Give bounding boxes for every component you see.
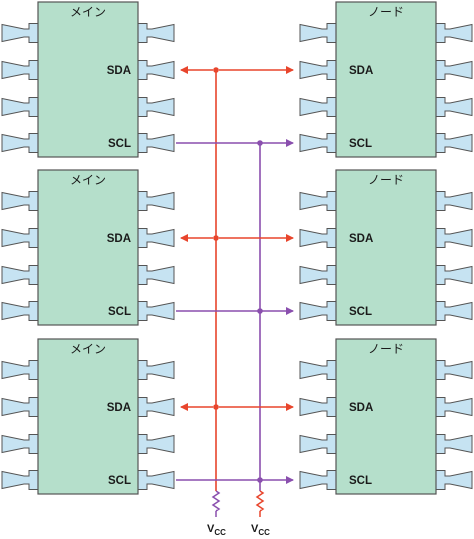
vcc-label-main: V <box>251 523 259 535</box>
node-sda-label: SDA <box>349 233 373 245</box>
main-chip-pin-right <box>137 97 175 117</box>
bus-wire-layer <box>176 66 294 517</box>
main-chip-body <box>37 338 139 495</box>
node-chip-pin-left <box>299 23 337 43</box>
main-chip-pin-left <box>1 191 39 211</box>
vcc-label-sub: CC <box>258 528 270 537</box>
main-chip-pin-right <box>137 360 175 380</box>
main-chip-pin-left <box>1 470 39 490</box>
vcc-label: VCC <box>207 523 226 537</box>
main-chip-pin-right <box>137 60 175 80</box>
main-chip-pin-left <box>1 397 39 417</box>
node-chip-pin-right <box>435 60 473 80</box>
pullup-resistor-scl <box>255 490 265 512</box>
node-chip-pin-right <box>435 434 473 454</box>
node-chip-pin-right <box>435 97 473 117</box>
node-chip-pin-left <box>299 228 337 248</box>
node-chip-pin-left <box>299 60 337 80</box>
sda-junction-dot <box>213 235 219 241</box>
main-chip-pin-right <box>137 228 175 248</box>
main-chip-title: メイン <box>70 342 106 356</box>
sda-junction-dot <box>213 404 219 410</box>
main-chip-pin-right <box>137 133 175 153</box>
node-chip-pin-left <box>299 434 337 454</box>
node-chip-title: ノード <box>368 342 404 356</box>
main-chip-pin-right <box>137 470 175 490</box>
main-chip-title: メイン <box>70 173 106 187</box>
main-chip-body <box>37 1 139 158</box>
node-chip-pin-right <box>435 23 473 43</box>
main-chip-pin-right <box>137 191 175 211</box>
node-chip-pin-right <box>435 133 473 153</box>
node-chip-pin-left <box>299 191 337 211</box>
node-sda-label: SDA <box>349 65 373 77</box>
main-chip-pin-left <box>1 228 39 248</box>
node-chip-body <box>335 169 437 326</box>
node-chip-pin-left <box>299 470 337 490</box>
node-chip-pin-left <box>299 265 337 285</box>
node-chip-pin-right <box>435 470 473 490</box>
main-chip-pin-right <box>137 434 175 454</box>
main-sda-label: SDA <box>107 65 131 77</box>
node-chip-pin-left <box>299 360 337 380</box>
main-chip-pin-left <box>1 133 39 153</box>
chip-layer <box>37 1 437 495</box>
node-chip-pin-right <box>435 360 473 380</box>
node-chip-pin-right <box>435 397 473 417</box>
node-chip-pin-left <box>299 397 337 417</box>
node-chip-pin-right <box>435 265 473 285</box>
scl-junction-dot <box>257 308 263 314</box>
main-chip-pin-left <box>1 23 39 43</box>
node-chip-pin-left <box>299 97 337 117</box>
main-chip-body <box>37 169 139 326</box>
node-chip-body <box>335 1 437 158</box>
main-chip-pin-left <box>1 434 39 454</box>
main-scl-label: SCL <box>108 475 131 487</box>
main-scl-label: SCL <box>108 138 131 150</box>
node-chip-title: ノード <box>368 5 404 19</box>
node-sda-label: SDA <box>349 402 373 414</box>
node-chip-pin-right <box>435 191 473 211</box>
main-sda-label: SDA <box>107 233 131 245</box>
vcc-label: VCC <box>251 523 270 537</box>
main-chip-pin-left <box>1 97 39 117</box>
pin-layer <box>1 23 473 490</box>
main-chip-pin-left <box>1 60 39 80</box>
node-scl-label: SCL <box>349 475 372 487</box>
node-chip-pin-right <box>435 301 473 321</box>
pullup-resistor-sda <box>211 490 221 512</box>
sda-junction-dot <box>213 67 219 73</box>
scl-junction-dot <box>257 477 263 483</box>
main-sda-label: SDA <box>107 402 131 414</box>
node-chip-pin-right <box>435 228 473 248</box>
main-chip-pin-right <box>137 23 175 43</box>
main-chip-pin-right <box>137 397 175 417</box>
main-chip-pin-right <box>137 301 175 321</box>
main-chip-pin-left <box>1 360 39 380</box>
text-layer: メイン SDA SCL ノード SDA SCL メイン SDA SCL ノード SDA SCL メイン S… <box>70 5 404 537</box>
main-chip-pin-right <box>137 265 175 285</box>
scl-junction-dot <box>257 140 263 146</box>
main-chip-pin-left <box>1 301 39 321</box>
node-scl-label: SCL <box>349 138 372 150</box>
node-chip-pin-left <box>299 301 337 321</box>
node-chip-title: ノード <box>368 173 404 187</box>
vcc-label-sub: CC <box>214 528 226 537</box>
vcc-label-main: V <box>207 523 215 535</box>
main-chip-title: メイン <box>70 5 106 19</box>
node-scl-label: SCL <box>349 306 372 318</box>
main-scl-label: SCL <box>108 306 131 318</box>
main-chip-pin-left <box>1 265 39 285</box>
node-chip-pin-left <box>299 133 337 153</box>
node-chip-body <box>335 338 437 495</box>
